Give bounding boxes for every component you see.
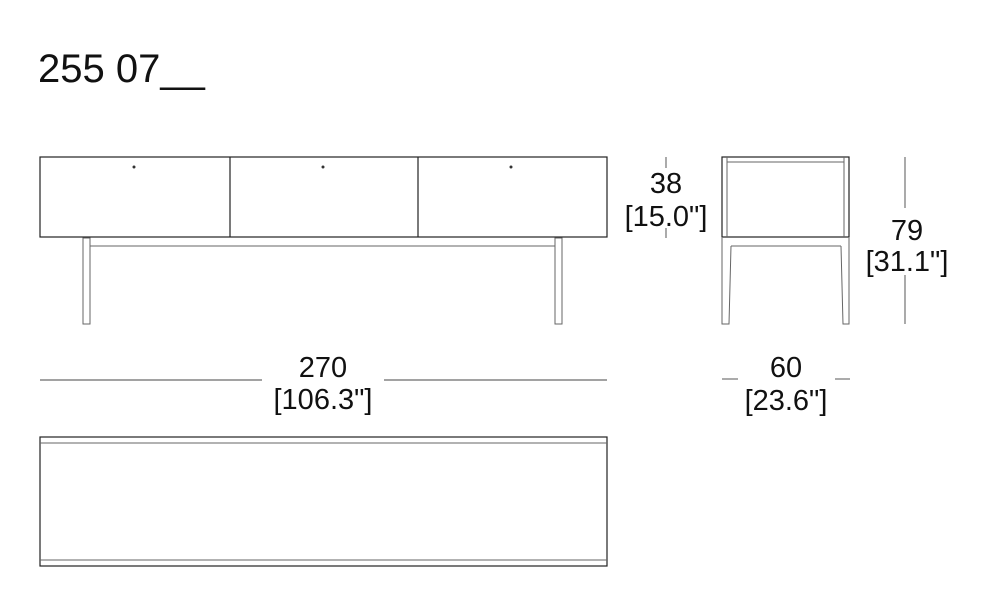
width-dimension: 270 [106.3"]: [40, 352, 607, 416]
seat-height-cm: 38: [650, 168, 682, 200]
total-height-cm: 79: [891, 215, 923, 247]
width-in: [106.3"]: [274, 384, 373, 416]
top-view: [39, 436, 608, 567]
knob-icon: [321, 165, 325, 169]
knob-icon: [132, 165, 136, 169]
seat-height-dimension: 38 [15.0"]: [625, 157, 708, 238]
depth-dimension: 60 [23.6"]: [722, 352, 850, 417]
depth-cm: 60: [770, 352, 802, 384]
side-view: [721, 156, 850, 325]
knob-icon: [509, 165, 513, 169]
depth-in: [23.6"]: [745, 385, 828, 417]
product-code: 255 07__: [38, 47, 206, 91]
seat-height-in: [15.0"]: [625, 201, 708, 233]
total-height-in: [31.1"]: [866, 246, 949, 278]
width-cm: 270: [299, 352, 347, 384]
front-view: [39, 156, 608, 325]
total-height-dimension: 79 [31.1"]: [866, 157, 949, 324]
